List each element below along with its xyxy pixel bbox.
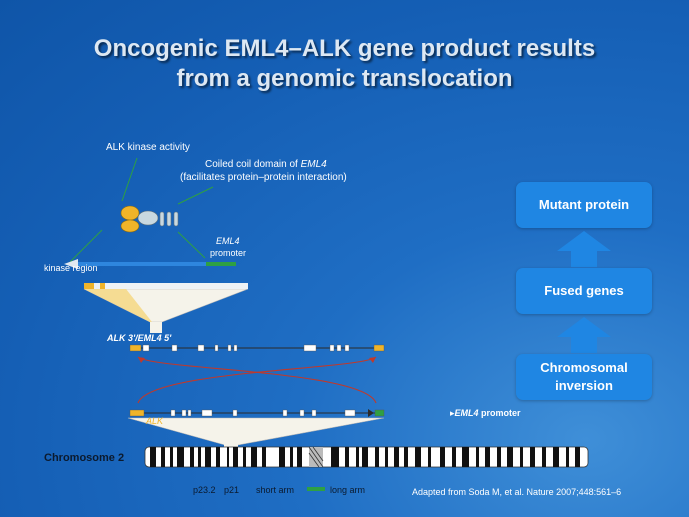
inversion-arcs (137, 356, 377, 404)
coiled-coil-label: Coiled coil domain of EML4 (205, 159, 327, 170)
band-p21-label: p21 (224, 485, 240, 495)
source-credit: Adapted from Soda M, et al. Nature 2007;… (412, 487, 622, 497)
short-arm-label: short arm (256, 485, 295, 495)
flow-step3-line1: Chromosomal (540, 360, 628, 375)
chromosome-label: Chromosome 2 (44, 452, 125, 464)
fusion-protein-icon (120, 205, 179, 233)
flow-arrow-up-icon (557, 317, 611, 353)
flow-box-mutant-protein: Mutant protein (516, 182, 652, 228)
eml4-promoter-right-word: promoter (478, 408, 521, 418)
centromere-marker (307, 487, 325, 491)
eml4-promoter-gene-label: EML4 (216, 236, 240, 246)
flow-arrow-up-icon (557, 231, 611, 267)
title-line-2: from a genomic translocation (176, 65, 513, 92)
long-arm-label: long arm (330, 485, 366, 495)
fusion-gene-label: ALK 3'/EML4 5' (107, 333, 172, 343)
guide-line-right (177, 231, 206, 259)
normal-gene-track (129, 409, 385, 417)
band-p23-label: p23.2 (193, 485, 216, 495)
slide-title: Oncogenic EML4–ALK gene product results … (0, 34, 689, 94)
promoter-arrow-icon: ▸ (450, 408, 455, 418)
flow-box-fused-genes: Fused genes (516, 268, 652, 314)
chromosome-2-ideogram (144, 446, 589, 468)
fusion-transcript-bar (64, 259, 236, 269)
guide-line-left (69, 229, 103, 263)
eml4-promoter-word-label: promoter (210, 248, 247, 258)
coiled-coil-prefix: Coiled coil domain of (205, 159, 301, 170)
fusion-gene-track (129, 344, 385, 352)
kinase-region-label: kinase region (44, 263, 98, 273)
alk-kinase-activity-label: ALK kinase activity (106, 142, 190, 153)
coiled-coil-note: (facilitates protein–protein interaction… (180, 172, 347, 183)
kinase-pointer-line (121, 157, 138, 202)
alk-gene-label: ALK (146, 416, 164, 426)
chromosome-zoom-neck (224, 440, 238, 447)
chromosome-zoom-wedge (127, 417, 385, 446)
flow-step3-line2: inversion (555, 378, 613, 393)
fusion-zoom-wedge (83, 283, 249, 333)
eml4-promoter-right-gene: EML4 (454, 408, 479, 418)
coil-pointer-line (177, 186, 214, 205)
title-line-1: Oncogenic EML4–ALK gene product results (93, 35, 596, 62)
coiled-coil-gene: EML4 (300, 159, 327, 170)
eml4-promoter-right-label: ▸EML4 promoter (450, 408, 521, 419)
flow-box-chromosomal-inversion: Chromosomal inversion (516, 354, 652, 400)
